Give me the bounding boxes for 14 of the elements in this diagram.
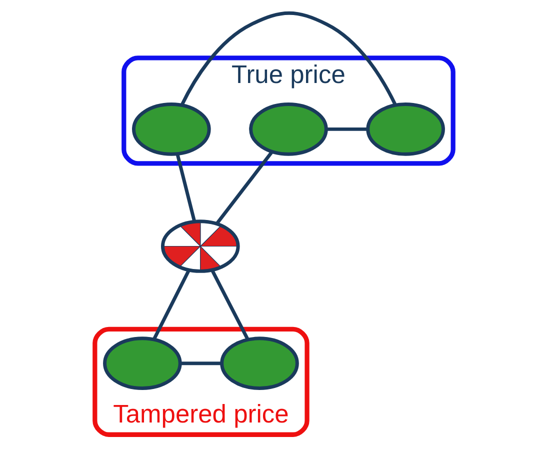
connector — [215, 150, 273, 225]
cluster: True price — [121, 56, 455, 166]
connector — [326, 127, 368, 131]
cluster: Tampered price — [92, 326, 309, 437]
node-circle — [102, 336, 182, 390]
connector — [210, 269, 249, 340]
node-circle — [132, 102, 210, 156]
connector — [180, 362, 222, 366]
node-circle — [220, 336, 298, 390]
connector — [152, 269, 190, 340]
node-circle — [366, 102, 444, 156]
connector — [175, 154, 196, 222]
connector — [180, 11, 396, 106]
node-circle — [248, 102, 328, 156]
